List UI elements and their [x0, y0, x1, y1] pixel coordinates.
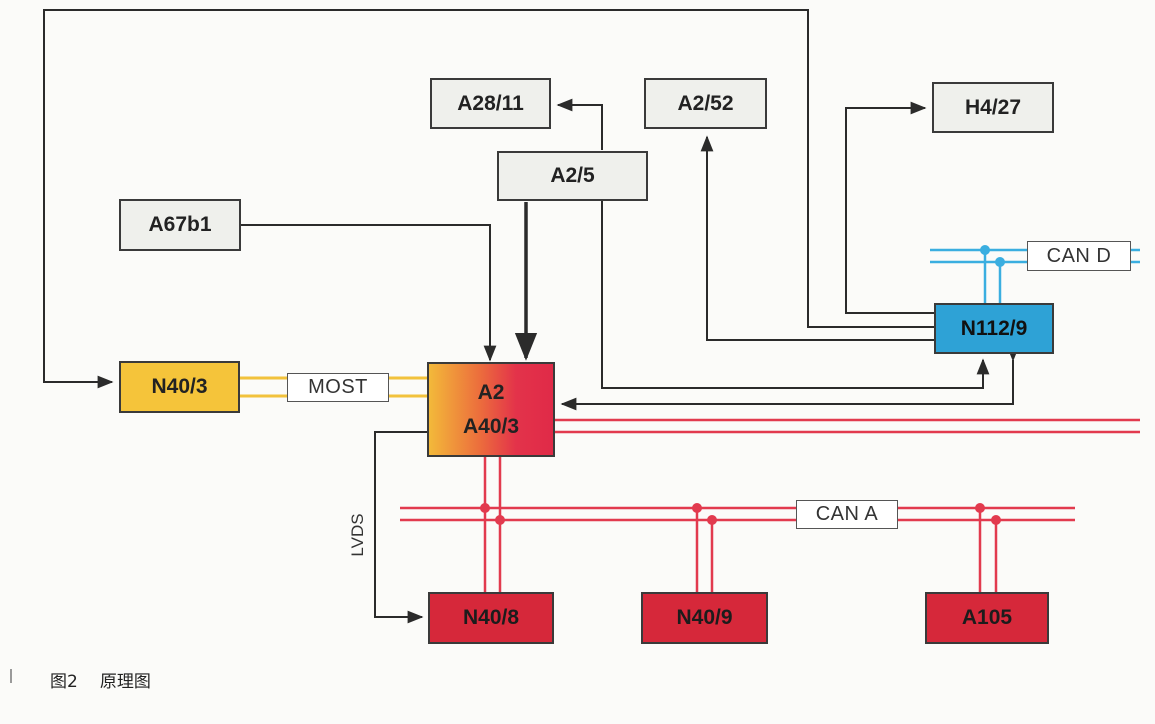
can-a-junction [495, 515, 505, 525]
node-a2-a40-3[interactable]: A2 A40/3 [427, 362, 555, 457]
can-a-junction [480, 503, 490, 513]
most-bus-label: MOST [287, 373, 389, 402]
can-a-junction [975, 503, 985, 513]
node-a2-52[interactable]: A2/52 [644, 78, 767, 129]
can-a-junction [707, 515, 717, 525]
node-n40-8[interactable]: N40/8 [428, 592, 554, 644]
wire-a2-5-to-n112 [601, 200, 990, 389]
can-a-junction [692, 503, 702, 513]
margin-mark [10, 669, 12, 683]
lvds-label: LVDS [348, 513, 367, 557]
node-a67b1[interactable]: A67b1 [119, 199, 241, 251]
node-n40-3[interactable]: N40/3 [119, 361, 240, 413]
wire-lvds [374, 431, 428, 624]
node-a2-5[interactable]: A2/5 [497, 151, 648, 201]
can-d-junction-1 [980, 245, 990, 255]
wire-a2-5-to-a28-11 [556, 98, 603, 150]
can-d-junction-2 [995, 257, 1005, 267]
node-h4-27[interactable]: H4/27 [932, 82, 1054, 133]
wire-n112-to-h4-27 [845, 101, 935, 314]
can-a-junction [991, 515, 1001, 525]
node-a105[interactable]: A105 [925, 592, 1049, 644]
figure-caption: 图2 原理图 [50, 667, 173, 692]
figure-title: 原理图 [99, 672, 151, 692]
node-a40-3-label: A40/3 [462, 414, 520, 438]
wire-a2-n112-bidir [560, 345, 1020, 411]
node-n40-9[interactable]: N40/9 [641, 592, 768, 644]
node-a2-label: A2 [477, 380, 505, 404]
wire-a67b1-to-a2 [240, 224, 497, 362]
wire-n112-to-n40-3 [43, 9, 935, 389]
node-a28-11[interactable]: A28/11 [430, 78, 551, 129]
can-a-bus-label: CAN A [796, 500, 898, 529]
figure-number: 图2 [50, 672, 78, 692]
can-d-bus-label: CAN D [1027, 241, 1131, 271]
node-n112-9[interactable]: N112/9 [934, 303, 1054, 354]
wire-n112-to-a2-52 [700, 135, 935, 341]
